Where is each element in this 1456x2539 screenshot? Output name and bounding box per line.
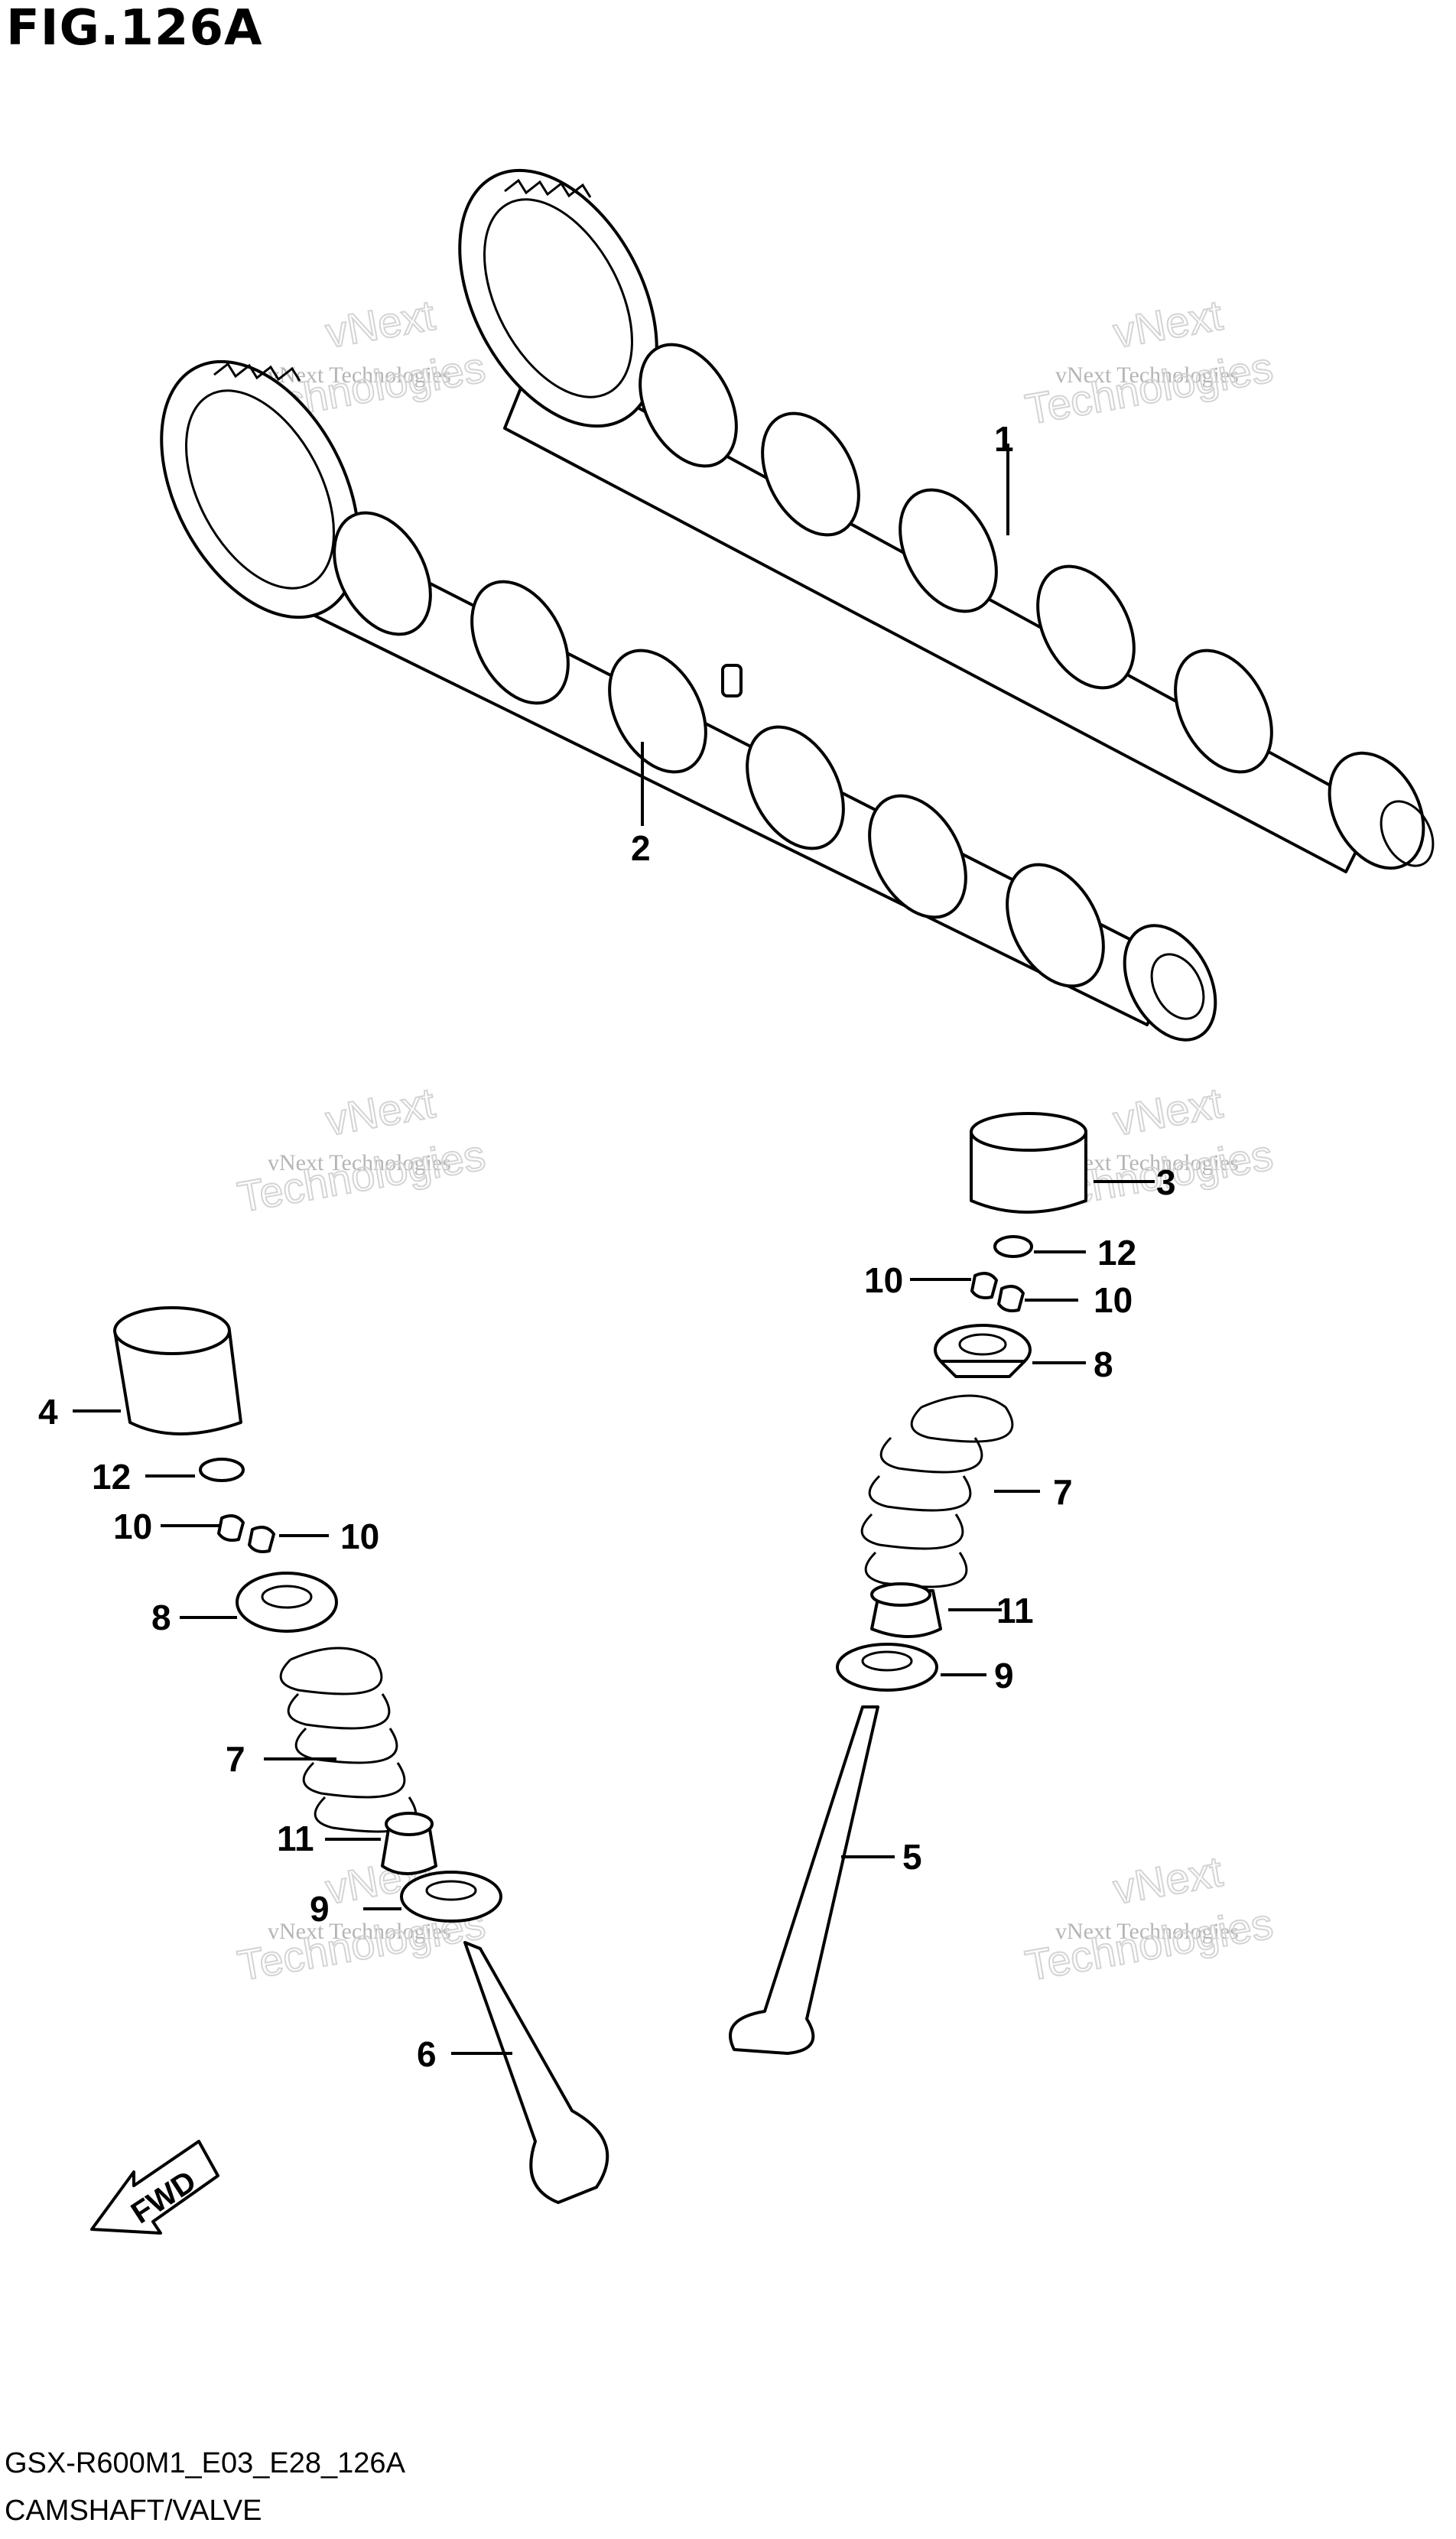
watermark-line2: vNext: [1110, 1847, 1226, 1913]
watermark-line1: vNext Technologies: [268, 362, 451, 388]
figure-title: FIG.126A: [6, 0, 263, 57]
camshaft-exhaust[interactable]: [121, 328, 1233, 1055]
watermark-line1: vNext Technologies: [1055, 1919, 1239, 1944]
valve-5: [729, 1705, 879, 2055]
callout-7-left: 7: [226, 1739, 245, 1779]
callout-6: 6: [417, 2034, 437, 2074]
watermark-line1: vNext Technologies: [268, 1919, 451, 1944]
camshaft-intake[interactable]: [419, 137, 1443, 884]
callout-10-right-a: 10: [864, 1260, 903, 1300]
right-valve-assembly: [729, 1112, 1087, 2055]
watermark-line3: Technologies: [1022, 343, 1276, 434]
callout-11-right: 11: [996, 1591, 1034, 1630]
callout-9-right: 9: [994, 1656, 1014, 1695]
callout-10-left-b: 10: [340, 1517, 379, 1556]
callout-3: 3: [1156, 1162, 1176, 1202]
model-code: GSX-R600M1_E03_E28_126A: [5, 2447, 405, 2479]
callout-2: 2: [631, 828, 651, 868]
callout-4: 4: [38, 1392, 58, 1432]
callout-12-right: 12: [1097, 1233, 1136, 1273]
watermark-line3: Technologies: [234, 1130, 489, 1221]
watermark-line3: Technologies: [1022, 1899, 1276, 1990]
callout-1: 1: [994, 419, 1014, 459]
callout-12-left: 12: [92, 1457, 131, 1497]
fwd-arrow: FWD: [90, 2140, 219, 2235]
callout-10-left-a: 10: [113, 1507, 152, 1546]
watermark-line2: vNext: [1110, 291, 1226, 357]
watermark-line2: vNext: [322, 1078, 438, 1145]
callout-10-right-b: 10: [1094, 1280, 1133, 1320]
valve-6: [463, 1941, 609, 2204]
callout-8-left: 8: [151, 1598, 171, 1637]
callout-5: 5: [902, 1837, 922, 1877]
watermark-line1: vNext Technologies: [1055, 362, 1239, 388]
section-name: CAMSHAFT/VALVE: [5, 2495, 262, 2527]
watermark-line1: vNext Technologies: [268, 1150, 451, 1175]
callout-9-left: 9: [310, 1889, 330, 1929]
callout-7-right: 7: [1053, 1472, 1073, 1512]
callout-8-right: 8: [1094, 1344, 1113, 1384]
left-valve-assembly: [113, 1306, 609, 2204]
callout-labels: 1 2 3 4 5 6 7 7 8 8 9 9 10 10 10 10 11 1…: [38, 419, 1176, 2074]
watermark-line2: vNext: [322, 291, 438, 357]
callout-11-left: 11: [277, 1819, 314, 1858]
watermark-line2: vNext: [1110, 1078, 1226, 1145]
leader-lines: [73, 444, 1155, 2055]
